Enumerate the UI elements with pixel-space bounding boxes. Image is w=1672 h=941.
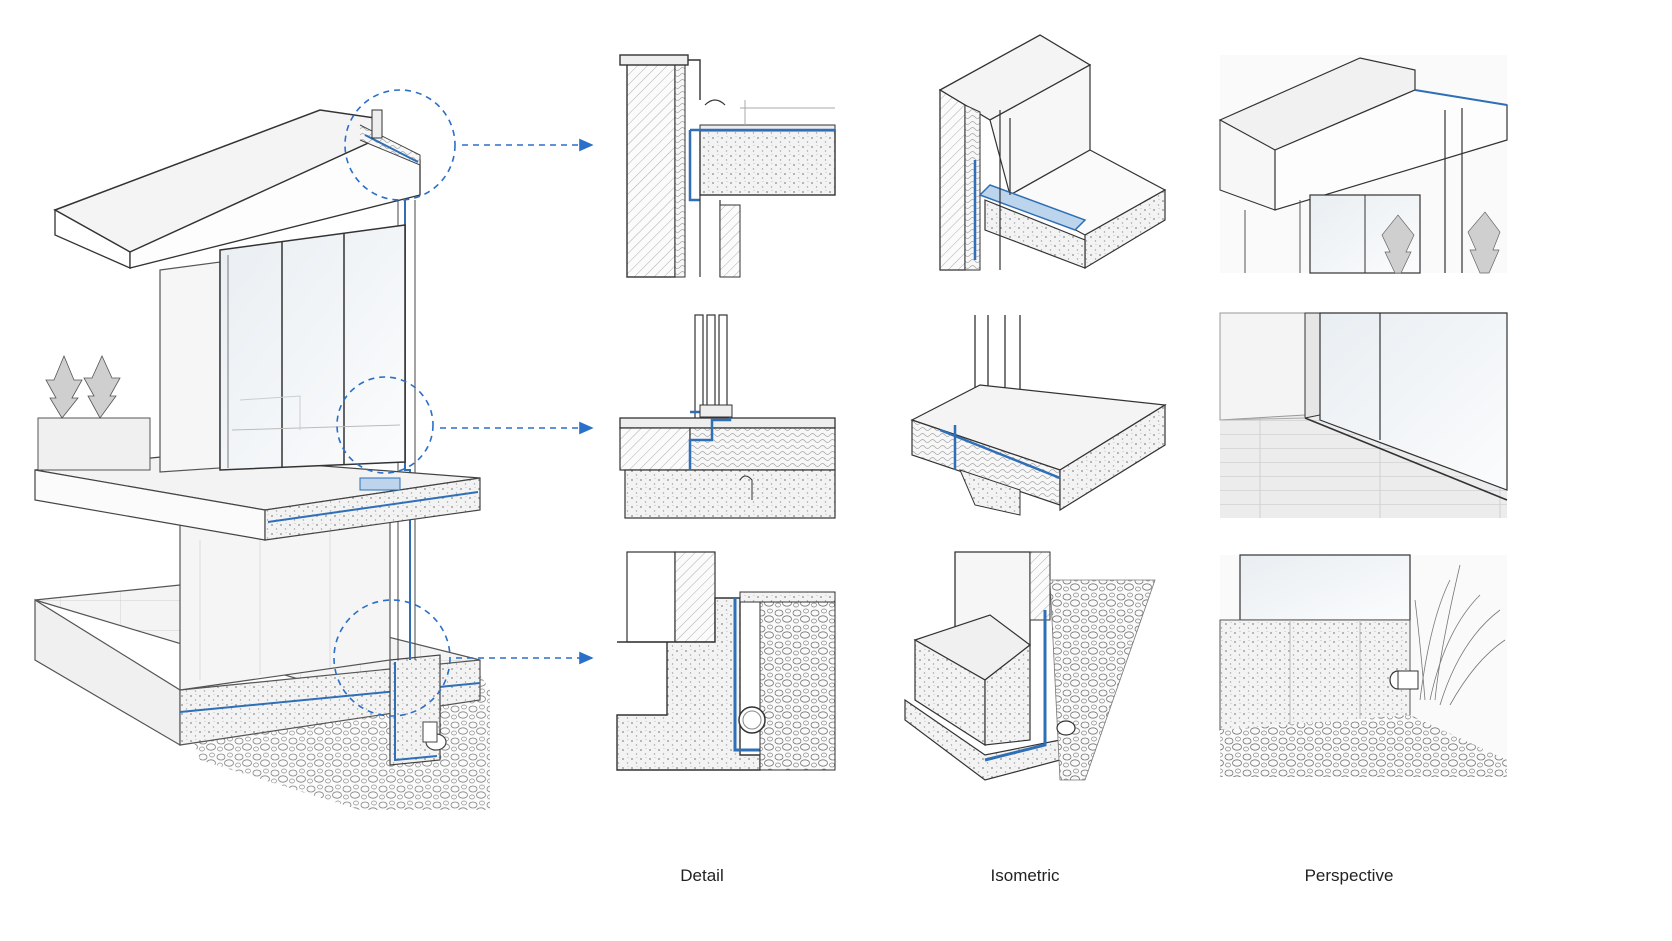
perspective-roof — [1218, 55, 1508, 274]
detail-roof — [619, 54, 836, 278]
tree-icon — [45, 354, 121, 419]
callout-foundation — [333, 599, 594, 717]
detail-foundation — [616, 551, 836, 771]
column-label-isometric: Isometric — [990, 866, 1060, 885]
column-label-perspective: Perspective — [1304, 866, 1394, 885]
isometric-floor — [910, 315, 1167, 516]
detail-floor — [619, 314, 836, 519]
callout-roof — [344, 89, 594, 201]
callout-floor — [336, 376, 594, 474]
main-building-section — [34, 109, 490, 810]
column-label-detail: Detail — [680, 866, 724, 885]
perspective-foundation — [1219, 554, 1507, 777]
isometric-roof — [938, 34, 1167, 271]
isometric-foundation — [904, 551, 1156, 781]
perspective-floor — [1219, 312, 1508, 518]
grass-icon — [1414, 564, 1506, 706]
